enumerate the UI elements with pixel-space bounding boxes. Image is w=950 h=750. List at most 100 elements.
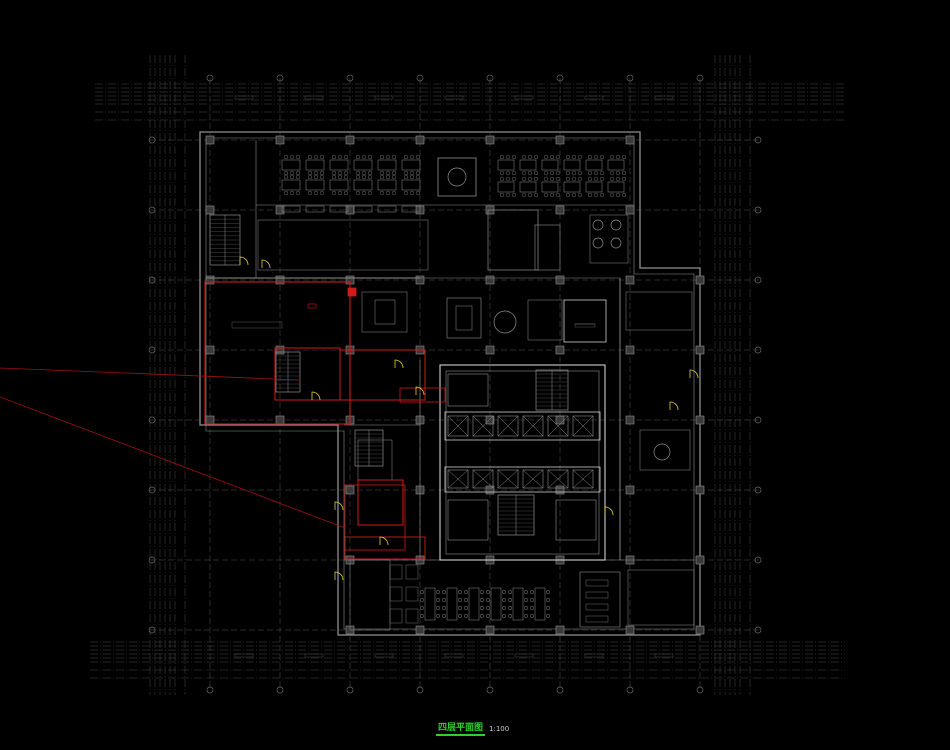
chair-icon [533,176,539,182]
room-label [574,323,596,328]
chair-icon [391,154,397,160]
chair-icon [307,190,313,196]
round-table [592,237,604,249]
chair-icon [502,614,506,618]
chair-icon [379,154,385,160]
dimension-tick-label [654,95,674,100]
desk-icon [541,181,559,193]
lounge-chair [405,608,419,624]
chair-icon [464,614,468,618]
desk-icon [281,159,301,171]
chair-icon [546,590,550,594]
elevator-icon [497,415,519,437]
grid-bubble-right [754,206,762,214]
chair-icon [415,154,421,160]
chair-icon [587,170,593,176]
chair-icon [319,154,325,160]
grid-bubble-bottom [626,686,634,694]
chair-icon [331,174,337,180]
chair-icon [524,598,528,602]
chair-icon [511,170,517,176]
chair-icon [577,154,583,160]
chair-icon [436,606,440,610]
chair-icon [524,606,528,610]
structural-column [555,205,565,215]
chair-icon [505,154,511,160]
desk-icon [329,179,349,191]
chair-icon [415,170,421,176]
grid-bubble-right [754,416,762,424]
desk-icon [497,159,515,171]
chair-icon [331,154,337,160]
lounge-seating [527,299,563,341]
structural-column [485,135,495,145]
desk-icon [305,159,325,171]
elevator-cross [497,415,519,437]
chair-icon [361,174,367,180]
chair-icon [508,598,512,602]
chair-icon [621,192,627,198]
chair-icon [313,154,319,160]
chair-icon [530,606,534,610]
chair-icon [527,154,533,160]
desk-icon [281,179,301,191]
chair-icon [615,192,621,198]
chair-icon [524,590,528,594]
chair-icon [289,174,295,180]
desk-icon [519,181,537,193]
desk-icon [377,205,397,213]
chair-icon [361,170,367,176]
structural-column [205,205,215,215]
chair-icon [587,154,593,160]
elevator-icon [497,469,519,489]
chair-icon [379,190,385,196]
grid-bubble-top [346,74,354,82]
shelf [585,603,609,611]
chair-icon [571,176,577,182]
chair-icon [508,614,512,618]
structural-column [555,485,565,495]
chair-icon [593,176,599,182]
storage-room [579,571,621,628]
chair-icon [609,170,615,176]
furniture-layout [231,154,695,631]
dimension-tick-label [444,653,464,658]
chair-icon [403,174,409,180]
door-swing-icon [334,571,344,581]
round-table [447,167,467,187]
door-swing-icon [415,386,425,396]
chair-icon [543,176,549,182]
chair-icon [549,170,555,176]
chair-icon [546,614,550,618]
chair-icon [486,598,490,602]
chair-icon [409,170,415,176]
shelf [585,591,609,599]
chair-icon [319,174,325,180]
desk-icon [305,179,325,191]
chair-icon [391,174,397,180]
chair-icon [615,170,621,176]
chair-icon [379,170,385,176]
desk-icon [585,159,603,171]
door-swing-icon [334,501,344,511]
round-table [610,237,622,249]
grid-bubble-left [148,206,156,214]
chair-icon [307,174,313,180]
chair-icon [295,174,301,180]
elevator-icon [472,469,494,489]
door-swing-icon [239,256,249,266]
elevator-cross [547,415,569,437]
dimension-tick-label [514,653,534,658]
dimension-tick-label [654,653,674,658]
chair-icon [521,170,527,176]
chair-icon [442,614,446,618]
desk-icon [401,205,421,213]
chair-icon [409,174,415,180]
highlight-marker [347,287,357,297]
chair-icon [391,190,397,196]
chair-icon [295,190,301,196]
chair-icon [527,176,533,182]
chair-icon [442,590,446,594]
highlight-zone-corridor [339,349,426,401]
